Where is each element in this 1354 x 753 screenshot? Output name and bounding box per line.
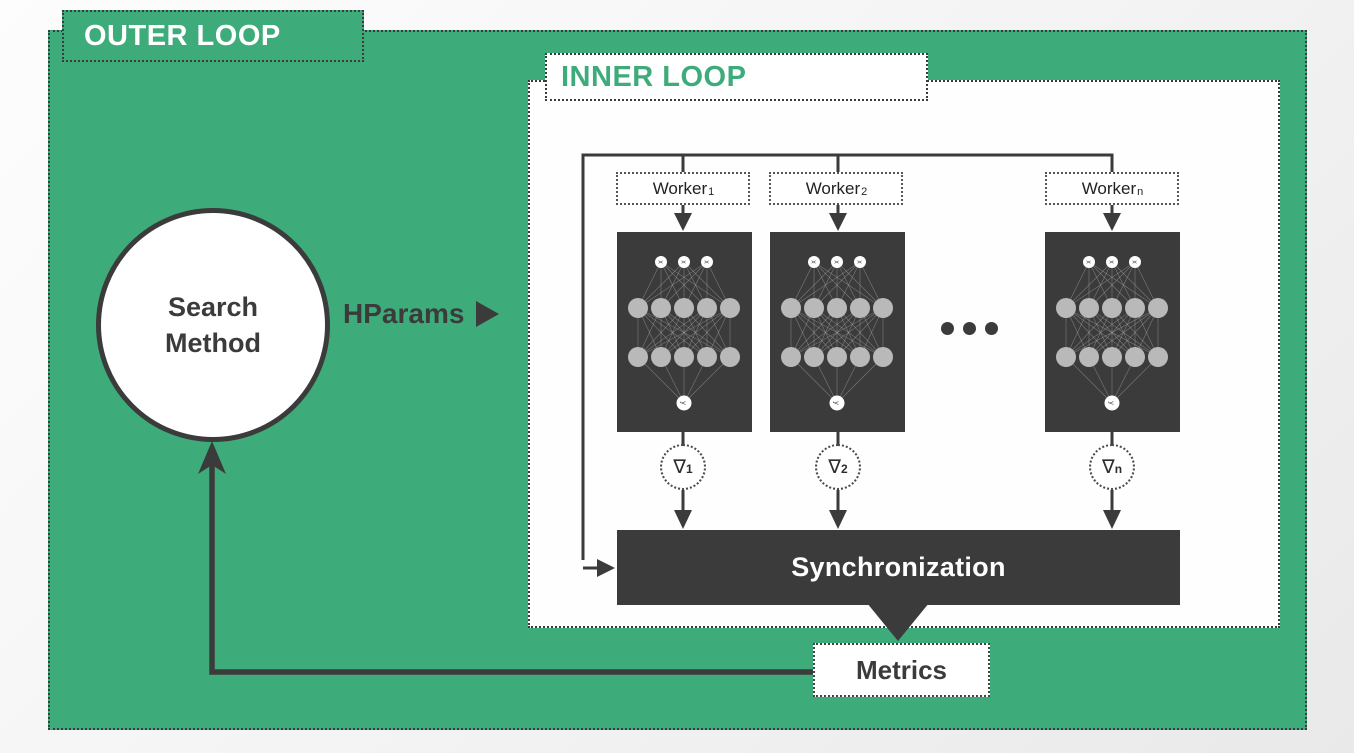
- svg-text:x: x: [1108, 260, 1115, 264]
- svg-text:y: y: [833, 401, 840, 405]
- svg-text:x: x: [1131, 260, 1138, 264]
- search-method-node: Search Method: [96, 208, 330, 442]
- svg-text:y: y: [1108, 401, 1115, 405]
- search-method-label: Search Method: [165, 291, 261, 358]
- worker-1-label: Worker: [652, 178, 708, 198]
- hparams-flow: HParams: [343, 298, 500, 330]
- outer-loop-tab: OUTER LOOP: [62, 10, 364, 62]
- svg-text:x: x: [833, 260, 840, 264]
- inner-loop-label: INNER LOOP: [561, 60, 747, 93]
- svg-text:x: x: [703, 260, 710, 264]
- metrics-box: Metrics: [813, 643, 990, 697]
- synchronization-bar: Synchronization: [617, 530, 1180, 605]
- worker-2-label: Worker: [805, 178, 861, 198]
- worker-2-network: x x x y: [770, 232, 905, 432]
- inner-loop-tab: INNER LOOP: [545, 53, 928, 101]
- worker-n-label: Worker: [1081, 178, 1137, 198]
- svg-text:x: x: [856, 260, 863, 264]
- worker-n-network: x x x y: [1045, 232, 1180, 432]
- neural-network-graphic: x x x y: [781, 256, 893, 411]
- outer-loop-label: OUTER LOOP: [84, 19, 281, 52]
- metrics-label: Metrics: [855, 654, 948, 685]
- svg-text:y: y: [680, 401, 687, 405]
- svg-text:x: x: [1085, 260, 1092, 264]
- gradient-n-node: ∇n: [1089, 444, 1135, 490]
- gradient-1-node: ∇1: [660, 444, 706, 490]
- ellipsis-icon: [941, 322, 998, 335]
- synchronization-label: Synchronization: [791, 552, 1006, 582]
- worker-1-network: x x x y: [617, 232, 752, 432]
- svg-text:x: x: [680, 260, 687, 264]
- hparams-label: HParams: [343, 298, 465, 329]
- hparams-arrow-icon: [476, 301, 500, 327]
- neural-network-graphic: x x x y: [1056, 256, 1168, 411]
- neural-network-graphic: x x x y: [628, 256, 740, 411]
- svg-text:x: x: [657, 260, 664, 264]
- svg-text:x: x: [810, 260, 817, 264]
- gradient-2-node: ∇2: [815, 444, 861, 490]
